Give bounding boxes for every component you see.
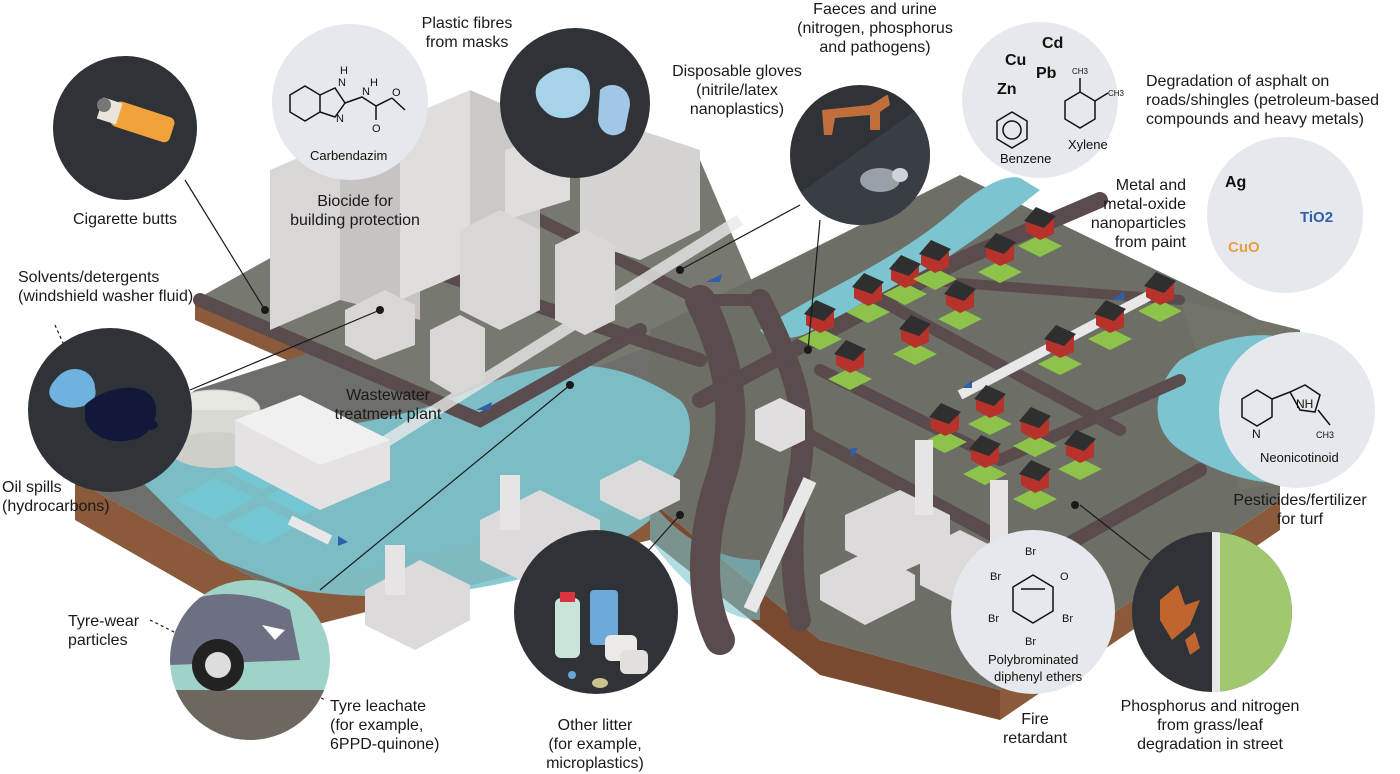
pointer-lines bbox=[54, 179, 1151, 701]
house-roof bbox=[984, 233, 1016, 254]
carbendazim-atom: H bbox=[370, 77, 378, 89]
carbendazim-atom: N bbox=[362, 86, 370, 98]
house-roof bbox=[834, 340, 866, 361]
house-roof bbox=[974, 385, 1006, 406]
label-oil-spills: Oil spills(hydrocarbons) bbox=[2, 479, 110, 515]
grass-patch bbox=[883, 283, 927, 305]
pbde-atom: Br bbox=[990, 571, 1001, 583]
xylene-label: Xylene bbox=[1068, 137, 1108, 152]
label-tyre-leachate: Tyre leachate(for example,6PPD-quinone) bbox=[330, 698, 440, 753]
grass-patch bbox=[1038, 353, 1082, 375]
metal-pb: Pb bbox=[1036, 65, 1057, 82]
pbde-atom: Br bbox=[988, 613, 999, 625]
grass-patch bbox=[938, 308, 982, 330]
pbde-label: Polybrominated bbox=[988, 652, 1078, 667]
litter-circle bbox=[514, 530, 678, 694]
house-roof bbox=[1019, 460, 1051, 481]
leaf-circle bbox=[1132, 532, 1292, 692]
nanoparticles-circle bbox=[1207, 137, 1363, 293]
metal-cd: Cd bbox=[1042, 35, 1063, 52]
pbde-atom: O bbox=[1060, 571, 1069, 583]
house-roof bbox=[889, 255, 921, 276]
grass-patch bbox=[1018, 235, 1062, 257]
pbde-atom: Br bbox=[1025, 636, 1036, 648]
tyre-circle bbox=[170, 580, 330, 740]
label-solvents: Solvents/detergents(windshield washer fl… bbox=[18, 269, 194, 305]
house-roof bbox=[1064, 430, 1096, 451]
house-roof bbox=[1019, 407, 1051, 428]
neonicotinoid-label: Neonicotinoid bbox=[1260, 450, 1339, 465]
house-roof bbox=[969, 435, 1001, 456]
label-other-litter: Other litter(for example,microplastics) bbox=[546, 717, 644, 772]
house-roof bbox=[1044, 325, 1076, 346]
pbde-atom: Br bbox=[1062, 613, 1073, 625]
metals-circle bbox=[962, 22, 1118, 178]
oil-circle bbox=[28, 328, 192, 492]
house-roof bbox=[929, 403, 961, 424]
nano-tio2: TiO2 bbox=[1300, 209, 1333, 226]
grass-patch bbox=[1138, 300, 1182, 322]
metal-cu: Cu bbox=[1005, 52, 1026, 69]
xylene-methyl: CH3 bbox=[1072, 67, 1089, 76]
nano-cuo: CuO bbox=[1228, 239, 1260, 256]
animal-circle bbox=[790, 85, 930, 225]
carbendazim-atom: N bbox=[338, 77, 346, 89]
neo-atom: NH bbox=[1296, 397, 1313, 411]
residential bbox=[798, 207, 1182, 510]
house-roof bbox=[1024, 207, 1056, 228]
grass-patch bbox=[846, 301, 890, 323]
benzene-label: Benzene bbox=[1000, 151, 1051, 166]
neo-atom: N bbox=[1252, 427, 1261, 441]
grass-patch bbox=[923, 431, 967, 453]
grass-patch bbox=[978, 261, 1022, 283]
carbendazim-atom: O bbox=[392, 87, 401, 99]
house-roof bbox=[899, 315, 931, 336]
cigarette-circle bbox=[53, 56, 197, 200]
label-cigarette-butts: Cigarette butts bbox=[72, 211, 178, 228]
house-roof bbox=[852, 273, 884, 294]
carbendazim-atom: O bbox=[372, 123, 381, 135]
neonicotinoid-circle bbox=[1219, 332, 1375, 488]
chem-text: H N N N H O O Carbendazim Cu Cd Pb Zn CH… bbox=[310, 35, 1339, 684]
carbendazim-atom: N bbox=[336, 113, 344, 125]
house-roof bbox=[919, 240, 951, 261]
grass-patch bbox=[893, 343, 937, 365]
grass-patch bbox=[1088, 328, 1132, 350]
metal-zn: Zn bbox=[997, 81, 1017, 98]
carbendazim-circle bbox=[272, 24, 428, 180]
mask-circle bbox=[500, 28, 650, 178]
neo-atom: CH3 bbox=[1316, 430, 1334, 440]
pbde-circle bbox=[951, 530, 1115, 694]
house-roof bbox=[1094, 300, 1126, 321]
pointer-dots bbox=[261, 266, 1079, 519]
grass-patch bbox=[1013, 488, 1057, 510]
carbendazim-label: Carbendazim bbox=[310, 148, 387, 163]
pbde-atom: Br bbox=[1025, 546, 1036, 558]
flow-arrows bbox=[338, 274, 1124, 546]
house-roof bbox=[1144, 272, 1176, 293]
grass-patch bbox=[828, 368, 872, 390]
grass-patch bbox=[968, 413, 1012, 435]
nano-ag: Ag bbox=[1225, 174, 1246, 191]
grass-patch bbox=[1013, 435, 1057, 457]
pbde-label: diphenyl ethers bbox=[994, 669, 1083, 684]
house-roof bbox=[944, 280, 976, 301]
grass-patch bbox=[1058, 458, 1102, 480]
grass-patch bbox=[963, 463, 1007, 485]
xylene-methyl: CH3 bbox=[1108, 89, 1125, 98]
carbendazim-atom: H bbox=[340, 65, 348, 77]
grass-patch bbox=[913, 268, 957, 290]
